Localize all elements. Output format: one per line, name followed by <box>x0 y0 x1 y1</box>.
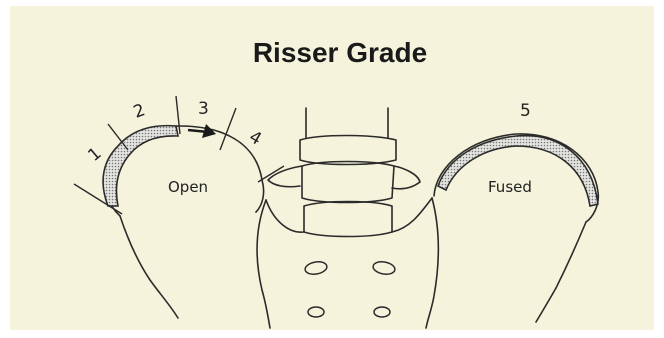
fused-label: Fused <box>488 178 532 196</box>
left-iliac-crest <box>103 126 264 318</box>
grade-4-label: 4 <box>246 127 265 150</box>
grade-2-label: 2 <box>131 100 148 122</box>
apophysis-band-partial <box>103 126 178 206</box>
open-label: Open <box>168 178 208 196</box>
grade-3-label: 3 <box>198 99 209 119</box>
grade-5-label: 5 <box>520 101 531 121</box>
grade-1-label: 1 <box>84 144 105 166</box>
spine <box>268 108 420 237</box>
right-iliac-crest <box>434 134 598 322</box>
diagram-title: Risser Grade <box>253 37 427 68</box>
sacrum <box>257 198 438 328</box>
